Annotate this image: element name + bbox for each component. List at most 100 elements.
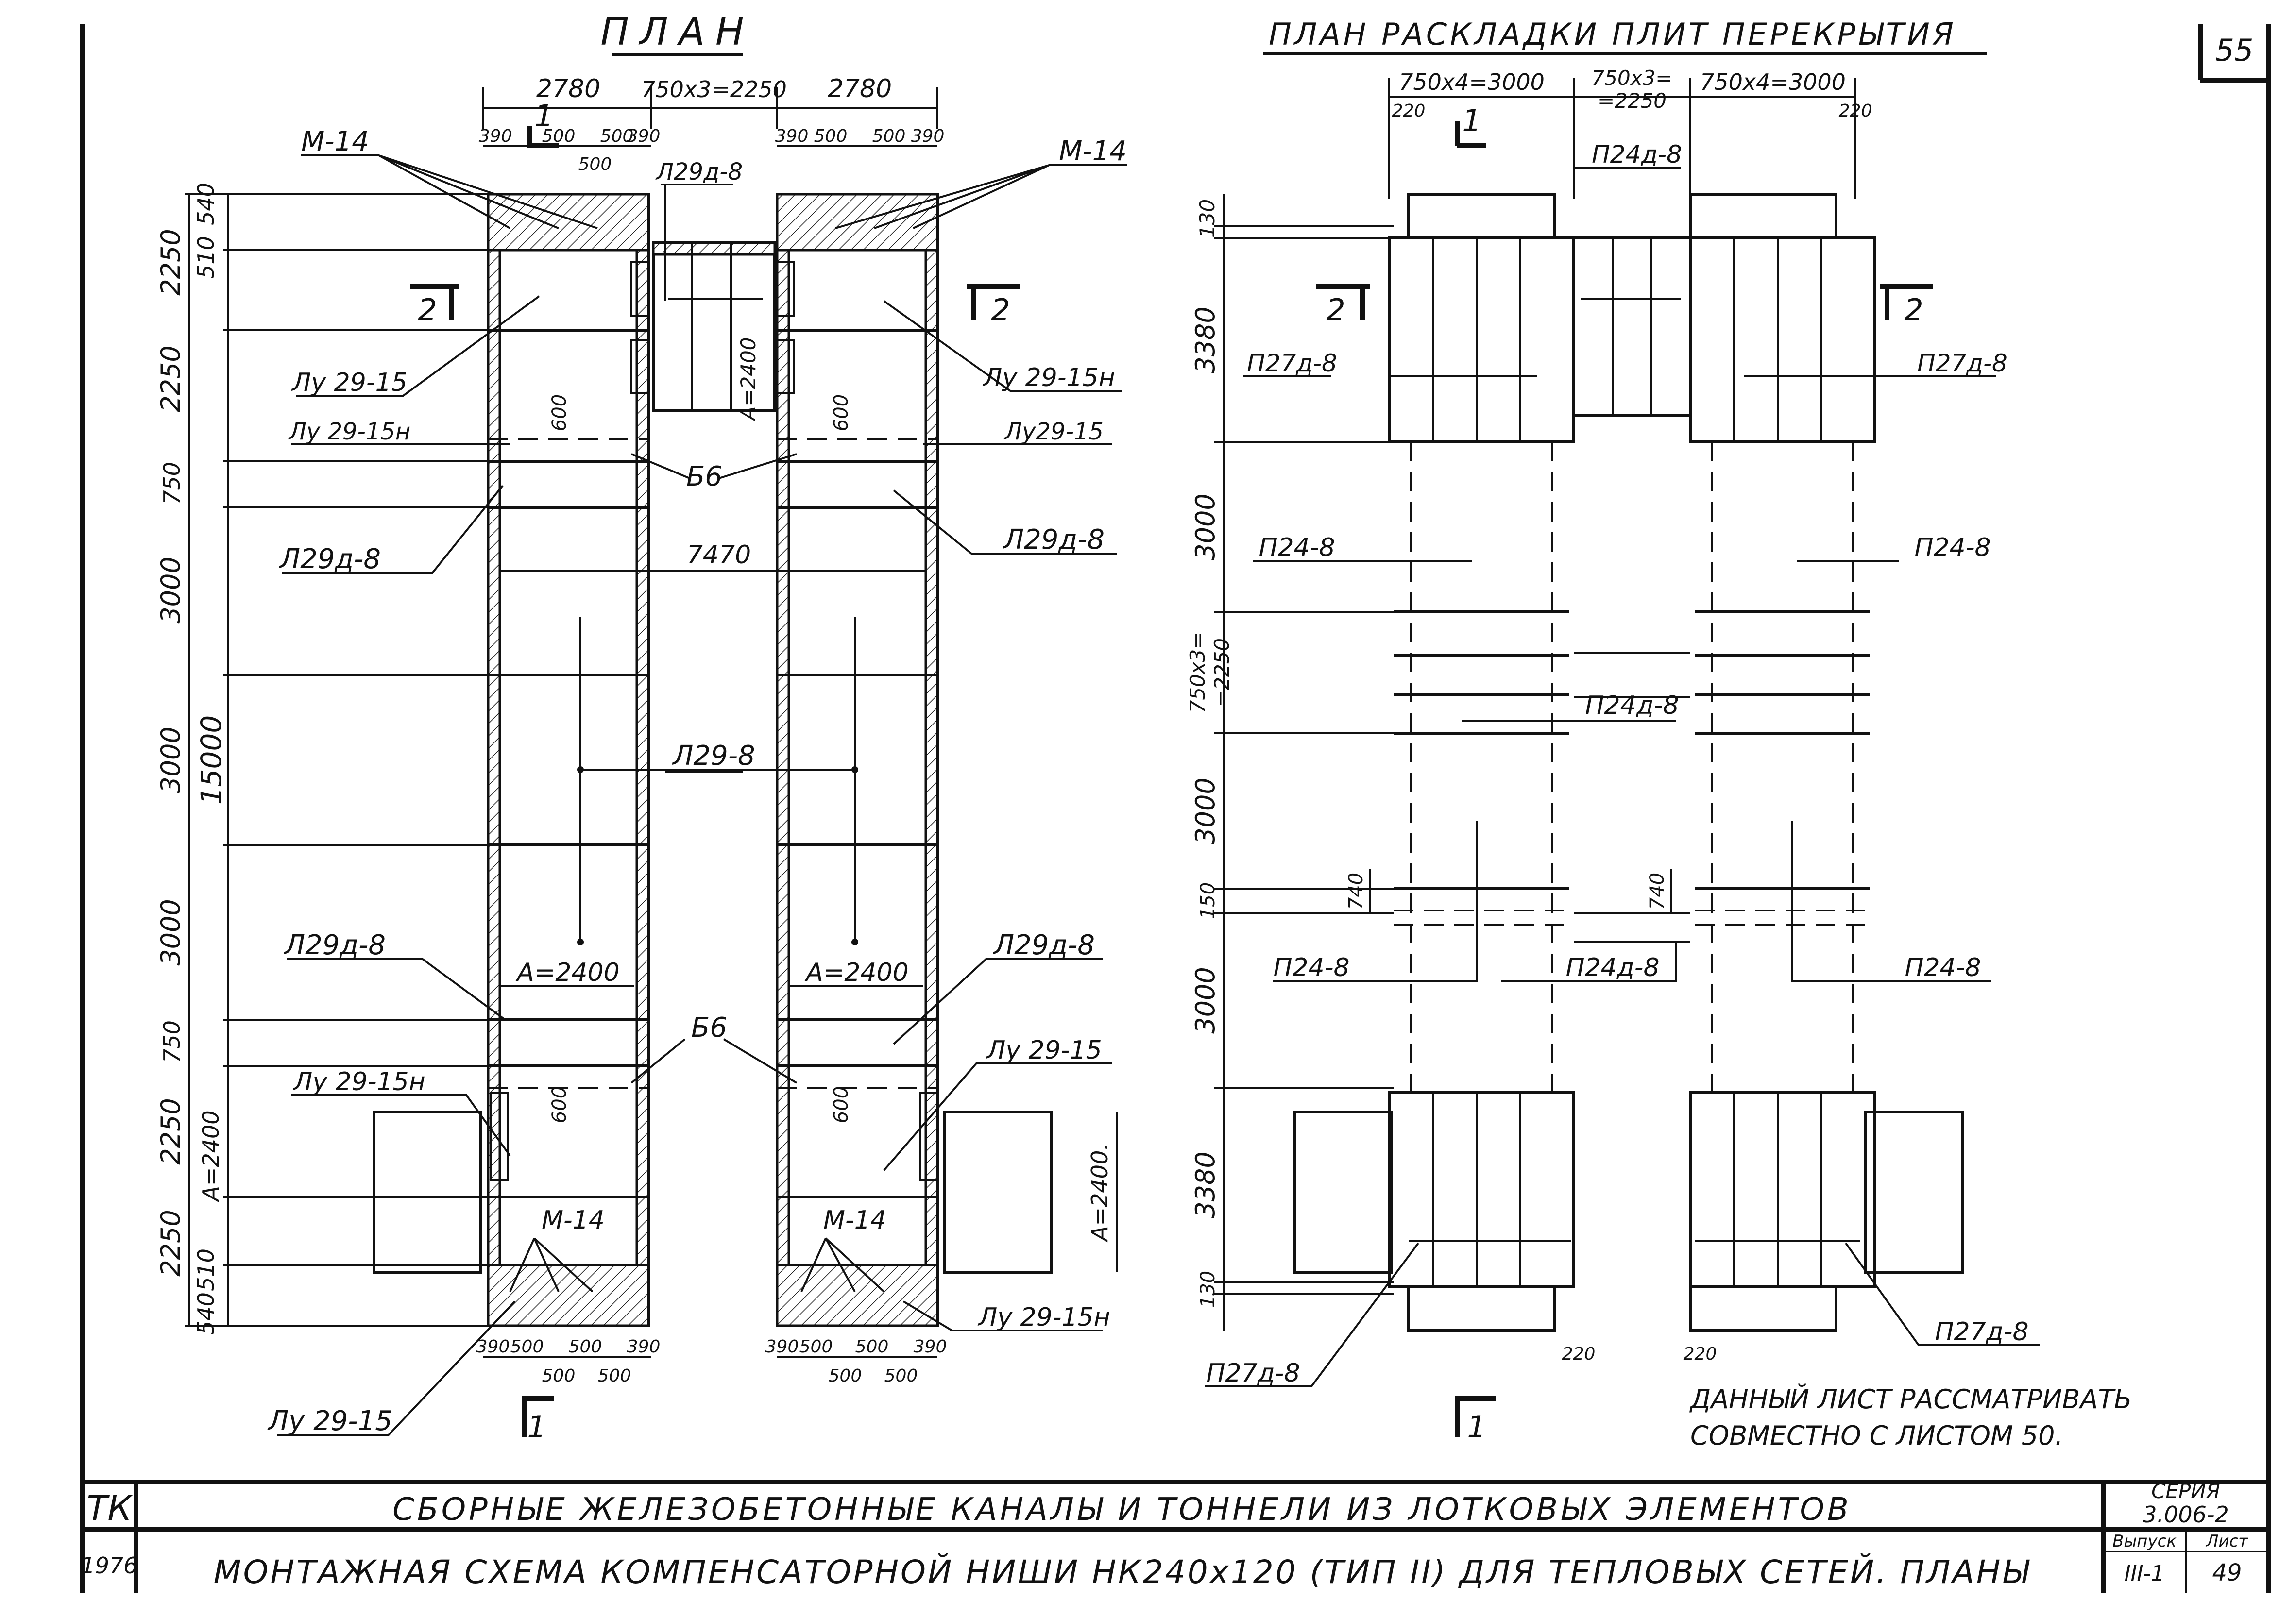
dim-sub-top-l-4: 390 bbox=[627, 126, 661, 146]
dim-left-5: 3000 bbox=[155, 556, 186, 623]
dim-left-8: 750 bbox=[159, 1020, 185, 1063]
label-600-a: 600 bbox=[548, 394, 571, 431]
tb-series-label: СЕРИЯ bbox=[2151, 1479, 2220, 1503]
left-channel bbox=[487, 193, 650, 1327]
tb-sheet-value: 49 bbox=[2212, 1559, 2242, 1586]
dim-left-1: 510 bbox=[193, 236, 219, 279]
dim-sub-top-r-3: 390 bbox=[911, 126, 945, 146]
rp-dim-220-tr: 220 bbox=[1839, 101, 1872, 121]
right-niche-outline bbox=[943, 1111, 1053, 1274]
left-plan-title: ПЛАН bbox=[600, 10, 754, 54]
right-plan: ПЛАН РАСКЛАДКИ ПЛИТ ПЕРЕКРЫТИЯ 750x4=300… bbox=[1186, 17, 2132, 1451]
dim-left-10: 2250 bbox=[155, 1210, 186, 1276]
dim-left-6: 3000 bbox=[155, 726, 186, 793]
dim-sub-top-l-2: 500 bbox=[578, 154, 612, 174]
label-lu2915n-right-top: Лу 29-15н bbox=[982, 363, 1115, 392]
rp-label-p27d8-left-top: П27д-8 bbox=[1247, 349, 1337, 377]
rp-dim-740-right: 740 bbox=[1646, 873, 1668, 910]
center-slab bbox=[652, 241, 776, 412]
left-plan-leaders bbox=[277, 154, 1127, 1436]
dim-sub-top-l-1: 500 bbox=[542, 126, 576, 146]
dim-sub-bot-r-3: 390 bbox=[914, 1337, 947, 1357]
dim-sub-bot-l-3: 390 bbox=[627, 1337, 661, 1357]
rp-dim-left-7: 3000 bbox=[1190, 967, 1221, 1033]
tb-year: 1976 bbox=[81, 1552, 137, 1579]
label-m14-bottom-right: М-14 bbox=[823, 1206, 886, 1235]
rp-label-p27d8-right-top: П27д-8 bbox=[1917, 349, 2007, 377]
label-l29d8-left-upper: Л29д-8 bbox=[279, 543, 381, 575]
tb-issue-label: Выпуск bbox=[2112, 1532, 2177, 1551]
dim-sub-top-r-2: 500 bbox=[872, 126, 906, 146]
dim-left-3: 2250 bbox=[155, 345, 186, 412]
label-l29d8-left-lower: Л29д-8 bbox=[284, 929, 386, 961]
label-7470: 7470 bbox=[687, 540, 751, 570]
rp-label-p24d8-lower: П24д-8 bbox=[1565, 953, 1659, 982]
label-lu2915-left-top: Лу 29-15 bbox=[291, 368, 408, 397]
rp-dim-left-8: 3380 bbox=[1190, 1151, 1221, 1218]
label-m14-bottom-left: М-14 bbox=[542, 1206, 605, 1235]
dim-sub-bot-r-2: 500 bbox=[855, 1337, 889, 1357]
label-l29d8-right-upper: Л29д-8 bbox=[1003, 524, 1105, 556]
label-lu2915n-left-mid: Лу 29-15н bbox=[288, 418, 411, 445]
dim-sub-top-r-1: 500 bbox=[814, 126, 848, 146]
label-600-d: 600 bbox=[830, 1086, 852, 1123]
dim-left-7: 3000 bbox=[155, 899, 186, 965]
dim-total-15000: 15000 bbox=[195, 715, 228, 805]
label-l29d8-right-lower: Л29д-8 bbox=[993, 929, 1095, 961]
label-lu2915n-right-end: Лу 29-15н bbox=[977, 1303, 1110, 1332]
rp-label-p248-right-lower: П24-8 bbox=[1905, 953, 1981, 982]
rp-dim-220-tl: 220 bbox=[1392, 101, 1426, 121]
tb-line1: СБОРНЫЕ ЖЕЛЕЗОБЕТОННЫЕ КАНАЛЫ И ТОННЕЛИ … bbox=[392, 1492, 1852, 1528]
rp-section-right: 2 bbox=[1904, 292, 1923, 328]
dim-sub-bot-r-low-0: 500 bbox=[829, 1366, 862, 1386]
tb-issue-value: III-1 bbox=[2125, 1561, 2165, 1586]
left-section-top: 1 bbox=[534, 98, 553, 134]
sheet-frame bbox=[80, 24, 2271, 1593]
label-lu2915n-left-bottom: Лу 29-15н bbox=[292, 1067, 425, 1096]
rp-dim-chain bbox=[1214, 194, 1394, 1331]
dim-sub-bot-r-low-1: 500 bbox=[884, 1366, 918, 1386]
dim-sub-bot-l-2: 500 bbox=[569, 1337, 602, 1357]
rp-right-niche bbox=[1864, 1111, 1964, 1274]
tb-series-value: 3.006-2 bbox=[2143, 1501, 2229, 1528]
dim-sub-top-l-3: 500 bbox=[600, 126, 634, 146]
label-lu2915-left-end: Лу 29-15 bbox=[267, 1405, 392, 1437]
rp-label-p27d8-right-bottom: П27д-8 bbox=[1935, 1317, 2028, 1347]
rp-dim-left-2: 3000 bbox=[1190, 493, 1221, 560]
dim-left-2: 2250 bbox=[155, 229, 186, 295]
rp-label-p248-right-upper: П24-8 bbox=[1914, 533, 1990, 562]
rp-leaders bbox=[1205, 167, 2040, 1387]
dim-sub-bot-r-0: 390 bbox=[765, 1337, 799, 1357]
left-section-right: 2 bbox=[991, 292, 1010, 328]
rp-dim-left-3: 750x3= bbox=[1186, 632, 1209, 713]
rp-dim-220-bl: 220 bbox=[1562, 1344, 1596, 1364]
dim-a-left: A=2400 bbox=[198, 1110, 224, 1202]
left-plan: ПЛАН 2780 750x3=2250 2780 390 500 500 50… bbox=[155, 10, 1127, 1445]
label-a2400-right-low: A=2400 bbox=[804, 958, 908, 987]
rp-dim-top-3: 750x4=3000 bbox=[1700, 69, 1846, 95]
dim-sub-bot-l-low-1: 500 bbox=[598, 1366, 631, 1386]
rp-label-p248-left-upper: П24-8 bbox=[1259, 533, 1335, 562]
title-block bbox=[83, 1482, 2268, 1593]
rp-note-line1: ДАННЫЙ ЛИСТ РАССМАТРИВАТЬ bbox=[1689, 1384, 2132, 1415]
center-a2400: A=2400 bbox=[736, 337, 760, 422]
dim-sub-bot-l-low-0: 500 bbox=[542, 1366, 576, 1386]
rp-dim-left-4: =2250 bbox=[1210, 638, 1234, 707]
rp-note-line2: СОВМЕСТНО С ЛИСТОМ 50. bbox=[1690, 1420, 2063, 1451]
rp-left-column bbox=[1388, 193, 1575, 1332]
dim-left-0: 540 bbox=[193, 183, 219, 225]
rp-left-niche bbox=[1293, 1111, 1393, 1274]
rp-dim-top-2: =2250 bbox=[1598, 89, 1667, 113]
left-dim-chain bbox=[185, 193, 488, 1327]
rp-dim-740-left: 740 bbox=[1345, 873, 1367, 910]
sheet-number: 55 bbox=[2215, 33, 2254, 68]
left-niche-outline bbox=[373, 1111, 482, 1274]
rp-dim-left-0: 130 bbox=[1195, 199, 1219, 238]
dim-left-4: 750 bbox=[159, 462, 185, 505]
left-section-bottom: 1 bbox=[527, 1409, 546, 1445]
label-l29d8-top: Л29д-8 bbox=[655, 158, 743, 185]
label-l298: Л29-8 bbox=[672, 740, 755, 772]
dim-sub-bot-l-1: 500 bbox=[510, 1337, 544, 1357]
dim-sub-top-r-0: 390 bbox=[775, 126, 809, 146]
